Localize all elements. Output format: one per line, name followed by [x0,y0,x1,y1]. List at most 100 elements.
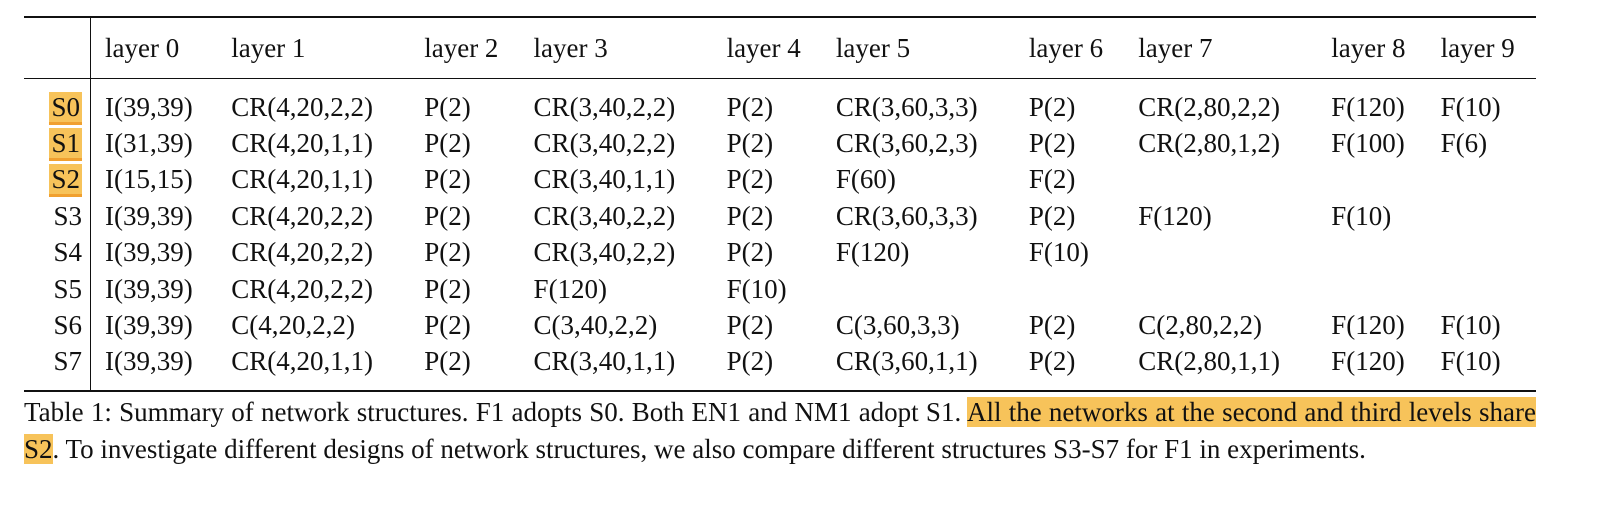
row-label: S3 [24,198,91,235]
table-cell: I(39,39) [105,346,193,377]
header-cell-layer2: layer 2 [424,32,499,63]
header-cell-layer4: layer 4 [726,32,801,63]
table-cell: F(120) [1331,310,1405,341]
table-cell: P(2) [726,346,774,377]
row-label: S1 [24,125,91,162]
table-cell: P(2) [424,164,471,195]
table-cell [1427,235,1536,271]
table-cell: CR(2,80,1,1) [1138,346,1280,377]
row-label-text: S3 [53,200,82,231]
table-cell: P(2) [726,310,774,341]
table-cell: F(10) [1440,310,1501,341]
table-cell: F(10) [1331,200,1392,231]
header-cell-layer1: layer 1 [231,32,306,63]
row-label: S7 [24,343,91,392]
table-cell: F(10) [1028,237,1089,268]
table-cell: F(60) [835,164,896,195]
table-cell: F(10) [1440,91,1501,122]
header-cell-layer6: layer 6 [1028,32,1104,63]
table-cell: C(3,40,2,2) [533,310,658,341]
table-cell [1124,271,1317,307]
table-cell: P(2) [424,200,471,231]
row-label-text: S6 [53,310,82,341]
table-cell: CR(4,20,2,2) [231,91,373,122]
row-label-text: S4 [53,237,82,268]
table-cell: C(4,20,2,2) [231,310,355,341]
row-label-text: S5 [53,273,82,304]
table-cell: CR(4,20,1,1) [231,128,373,159]
table: layer 0 layer 1 layer 2 layer 3 layer 4 … [24,16,1536,393]
table-cell: CR(2,80,1,2) [1138,128,1280,159]
row-label-text: S7 [53,346,82,377]
header-cell-layer7: layer 7 [1138,32,1213,63]
network-structures-table: layer 0 layer 1 layer 2 layer 3 layer 4 … [24,16,1536,393]
header-cell-layer9: layer 9 [1440,32,1515,63]
table-cell: F(10) [726,273,787,304]
table-cell: P(2) [726,200,774,231]
table-cell: I(39,39) [105,91,193,122]
table-cell: P(2) [726,164,774,195]
table-cell: F(10) [1440,346,1501,377]
header-cell-layer8: layer 8 [1331,32,1406,63]
table-cell: CR(4,20,1,1) [231,164,373,195]
table-row: S2 I(15,15) CR(4,20,1,1) P(2) CR(3,40,1,1) P(… [24,161,1536,199]
table-cell: P(2) [1028,310,1076,341]
header-cell-corner [24,17,91,79]
row-label: S2 [24,161,91,199]
header-row: layer 0 layer 1 layer 2 layer 3 layer 4 … [24,17,1536,79]
table-cell: CR(3,40,2,2) [533,128,676,159]
table-cell: P(2) [726,128,774,159]
table-cell: CR(3,40,1,1) [533,164,676,195]
table-cell: CR(3,60,3,3) [835,91,978,122]
table-cell: F(2) [1028,164,1076,195]
table-cell: P(2) [1028,128,1076,159]
table-cell [1427,198,1536,234]
table-cell: F(120) [533,273,608,304]
table-cell: P(2) [424,273,471,304]
table-cell: I(39,39) [105,310,193,341]
table-cell [1317,235,1426,271]
table-cell [1427,162,1536,198]
table-cell: P(2) [726,237,774,268]
table-cell: F(120) [1331,91,1405,122]
table-cell: CR(2,80,2,2) [1138,91,1280,122]
table-cell: P(2) [424,237,471,268]
table-cell [1124,235,1317,271]
table-cell: F(120) [835,237,910,268]
table-cell: P(2) [424,91,471,122]
table-cell: CR(3,40,1,1) [533,346,676,377]
table-cell: I(39,39) [105,273,193,304]
row-label: S6 [24,307,91,344]
table-cell: P(2) [424,310,471,341]
caption-text-after: . To investigate different designs of ne… [52,434,1366,464]
table-cell [1317,162,1426,198]
table-cell: CR(3,40,2,2) [533,91,676,122]
row-label: S5 [24,270,91,308]
table-caption: Table 1: Summary of network structures. … [24,394,1536,468]
table-cell: C(3,60,3,3) [835,310,960,341]
caption-text-before: Table 1: Summary of network structures. … [24,397,967,427]
table-cell: P(2) [1028,346,1076,377]
table-cell [1015,271,1124,307]
row-label-text: S2 [49,164,82,198]
table-cell [1427,271,1536,307]
table-cell: P(2) [424,128,471,159]
table-cell [1317,271,1426,307]
table-cell: CR(4,20,2,2) [231,200,373,231]
table-cell: I(39,39) [105,237,193,268]
table-cell: CR(3,60,1,1) [835,346,978,377]
table-row: S6 I(39,39) C(4,20,2,2) P(2) C(3,40,2,2) P(2)… [24,307,1536,344]
table-cell: I(39,39) [105,200,193,231]
table-cell: P(2) [1028,200,1076,231]
table-cell: I(15,15) [105,164,193,195]
row-label: S0 [24,78,91,126]
table-cell [1124,162,1317,198]
header-cell-layer5: layer 5 [835,32,911,63]
table-cell: CR(3,60,3,3) [835,200,978,231]
table-cell: F(6) [1440,128,1488,159]
